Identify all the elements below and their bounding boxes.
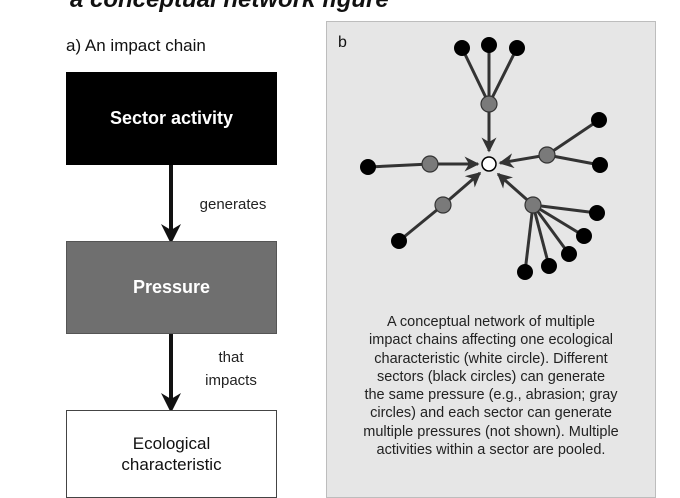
pressure-to-eco-edges xyxy=(430,104,548,207)
panel-b-caption: A conceptual network of multiple impact … xyxy=(328,313,654,459)
sector-activity-label: Sector activity xyxy=(109,108,234,128)
caption-line: A conceptual network of multiple xyxy=(387,314,595,330)
pressure-node xyxy=(421,155,439,173)
sector-node xyxy=(360,159,376,175)
caption-line: circles) and each sector can generate xyxy=(370,405,612,422)
caption-line: multiple pressures (not shown). Multiple xyxy=(363,423,619,440)
sector-node xyxy=(592,157,608,173)
sector-node xyxy=(591,112,607,128)
sector-to-pressure-edges xyxy=(367,45,601,273)
ecological-characteristic-label: Ecological characteristic xyxy=(121,433,222,474)
edge xyxy=(398,203,444,243)
impacts-label: impacts xyxy=(205,372,257,389)
pressure-node xyxy=(434,196,452,214)
edge xyxy=(487,47,519,105)
ecological-characteristic-box: Ecological characteristic xyxy=(66,410,277,498)
sector-node xyxy=(481,37,497,53)
pressure-node xyxy=(524,196,542,214)
edge xyxy=(546,118,600,157)
ecological-node xyxy=(481,156,497,172)
cropped-header-strip: a conceptual network figure xyxy=(0,0,680,22)
pressure-node xyxy=(538,146,556,164)
edge xyxy=(523,204,535,273)
edge xyxy=(532,203,585,238)
sector-node xyxy=(541,258,557,274)
that-label: that xyxy=(218,349,244,366)
caption-line: impact chains affecting one ecological xyxy=(369,332,613,349)
panel-b-letter: b xyxy=(338,34,347,51)
caption-line: sectors (black circles) can generate xyxy=(376,368,606,385)
caption-line: characteristic (white circle). Different xyxy=(374,350,608,367)
sector-node xyxy=(509,40,525,56)
edge xyxy=(531,204,571,255)
generates-label: generates xyxy=(199,196,267,213)
edge xyxy=(546,153,601,167)
sector-node xyxy=(589,205,605,221)
sector-node xyxy=(576,228,592,244)
sector-node xyxy=(561,246,577,262)
edge xyxy=(532,203,598,215)
sector-node xyxy=(454,40,470,56)
edge xyxy=(531,204,551,267)
pressure-box: Pressure xyxy=(66,241,277,334)
pressure-nodes xyxy=(421,95,556,214)
edge xyxy=(367,162,431,169)
sector-activity-box: Sector activity xyxy=(66,72,277,165)
panel-a-title: a) An impact chain xyxy=(66,36,206,55)
edge xyxy=(460,47,491,105)
sector-nodes xyxy=(360,37,608,280)
caption-line: the same pressure (e.g., abrasion; gray xyxy=(364,387,618,404)
pressure-label: Pressure xyxy=(132,277,211,297)
pressure-node xyxy=(480,95,498,113)
caption-line: activities within a sector are pooled. xyxy=(376,442,606,459)
sector-node xyxy=(391,233,407,249)
sector-node xyxy=(517,264,533,280)
cropped-header-text: a conceptual network figure xyxy=(70,0,389,14)
